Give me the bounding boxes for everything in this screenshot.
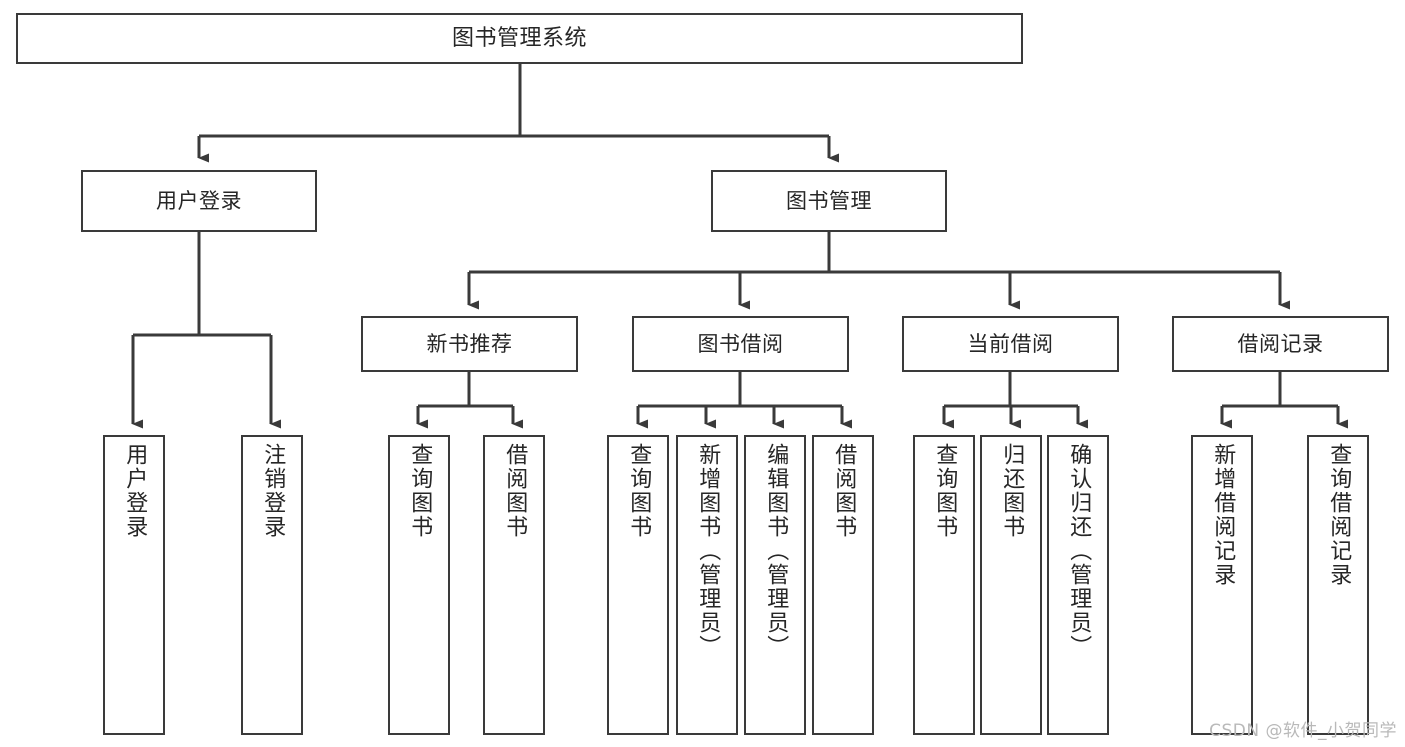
node-label: 查询图书 [626,443,652,539]
node-label: 新增图书（管理员） [695,443,721,659]
node-label: 用户登录 [122,443,148,539]
node-book-borrowing[interactable]: 图书借阅 [632,316,849,372]
leaf-add-book-admin[interactable]: 新增图书（管理员） [676,435,738,735]
node-label: 编辑图书（管理员） [763,443,789,659]
node-label: 归还图书 [999,443,1025,539]
node-label: 确认归还（管理员） [1066,443,1092,659]
node-label: 当前借阅 [967,331,1054,356]
leaf-query-book-new-recommendation[interactable]: 查询图书 [388,435,450,735]
node-label: 用户登录 [156,188,242,213]
node-label: 图书借阅 [697,331,784,356]
leaf-borrow-book-borrowing[interactable]: 借阅图书 [812,435,874,735]
node-book-management[interactable]: 图书管理 [711,170,947,232]
node-label: 新书推荐 [426,331,513,356]
node-user-login[interactable]: 用户登录 [81,170,317,232]
leaf-borrow-book-new-recommendation[interactable]: 借阅图书 [483,435,545,735]
node-label: 新增借阅记录 [1210,443,1236,587]
node-label: 借阅图书 [502,443,528,539]
node-label: 图书管理 [786,188,872,213]
leaf-query-book-borrowing[interactable]: 查询图书 [607,435,669,735]
watermark-text: CSDN @软件_小贺同学 [1209,721,1397,741]
leaf-confirm-return-admin[interactable]: 确认归还（管理员） [1047,435,1109,735]
leaf-query-book-current[interactable]: 查询图书 [913,435,975,735]
node-label: 注销登录 [260,443,286,539]
leaf-user-login[interactable]: 用户登录 [103,435,165,735]
node-label: 查询借阅记录 [1326,443,1352,587]
leaf-return-book[interactable]: 归还图书 [980,435,1042,735]
leaf-add-borrowing-record[interactable]: 新增借阅记录 [1191,435,1253,735]
node-new-book-recommendation[interactable]: 新书推荐 [361,316,578,372]
node-label: 借阅记录 [1237,331,1324,356]
leaf-edit-book-admin[interactable]: 编辑图书（管理员） [744,435,806,735]
node-label: 借阅图书 [831,443,857,539]
leaf-query-borrowing-record[interactable]: 查询借阅记录 [1307,435,1369,735]
node-borrowing-record[interactable]: 借阅记录 [1172,316,1389,372]
node-label: 查询图书 [932,443,958,539]
node-current-borrowing[interactable]: 当前借阅 [902,316,1119,372]
node-root-book-management-system[interactable]: 图书管理系统 [16,13,1023,64]
node-label: 图书管理系统 [451,25,587,51]
leaf-logout[interactable]: 注销登录 [241,435,303,735]
node-label: 查询图书 [407,443,433,539]
